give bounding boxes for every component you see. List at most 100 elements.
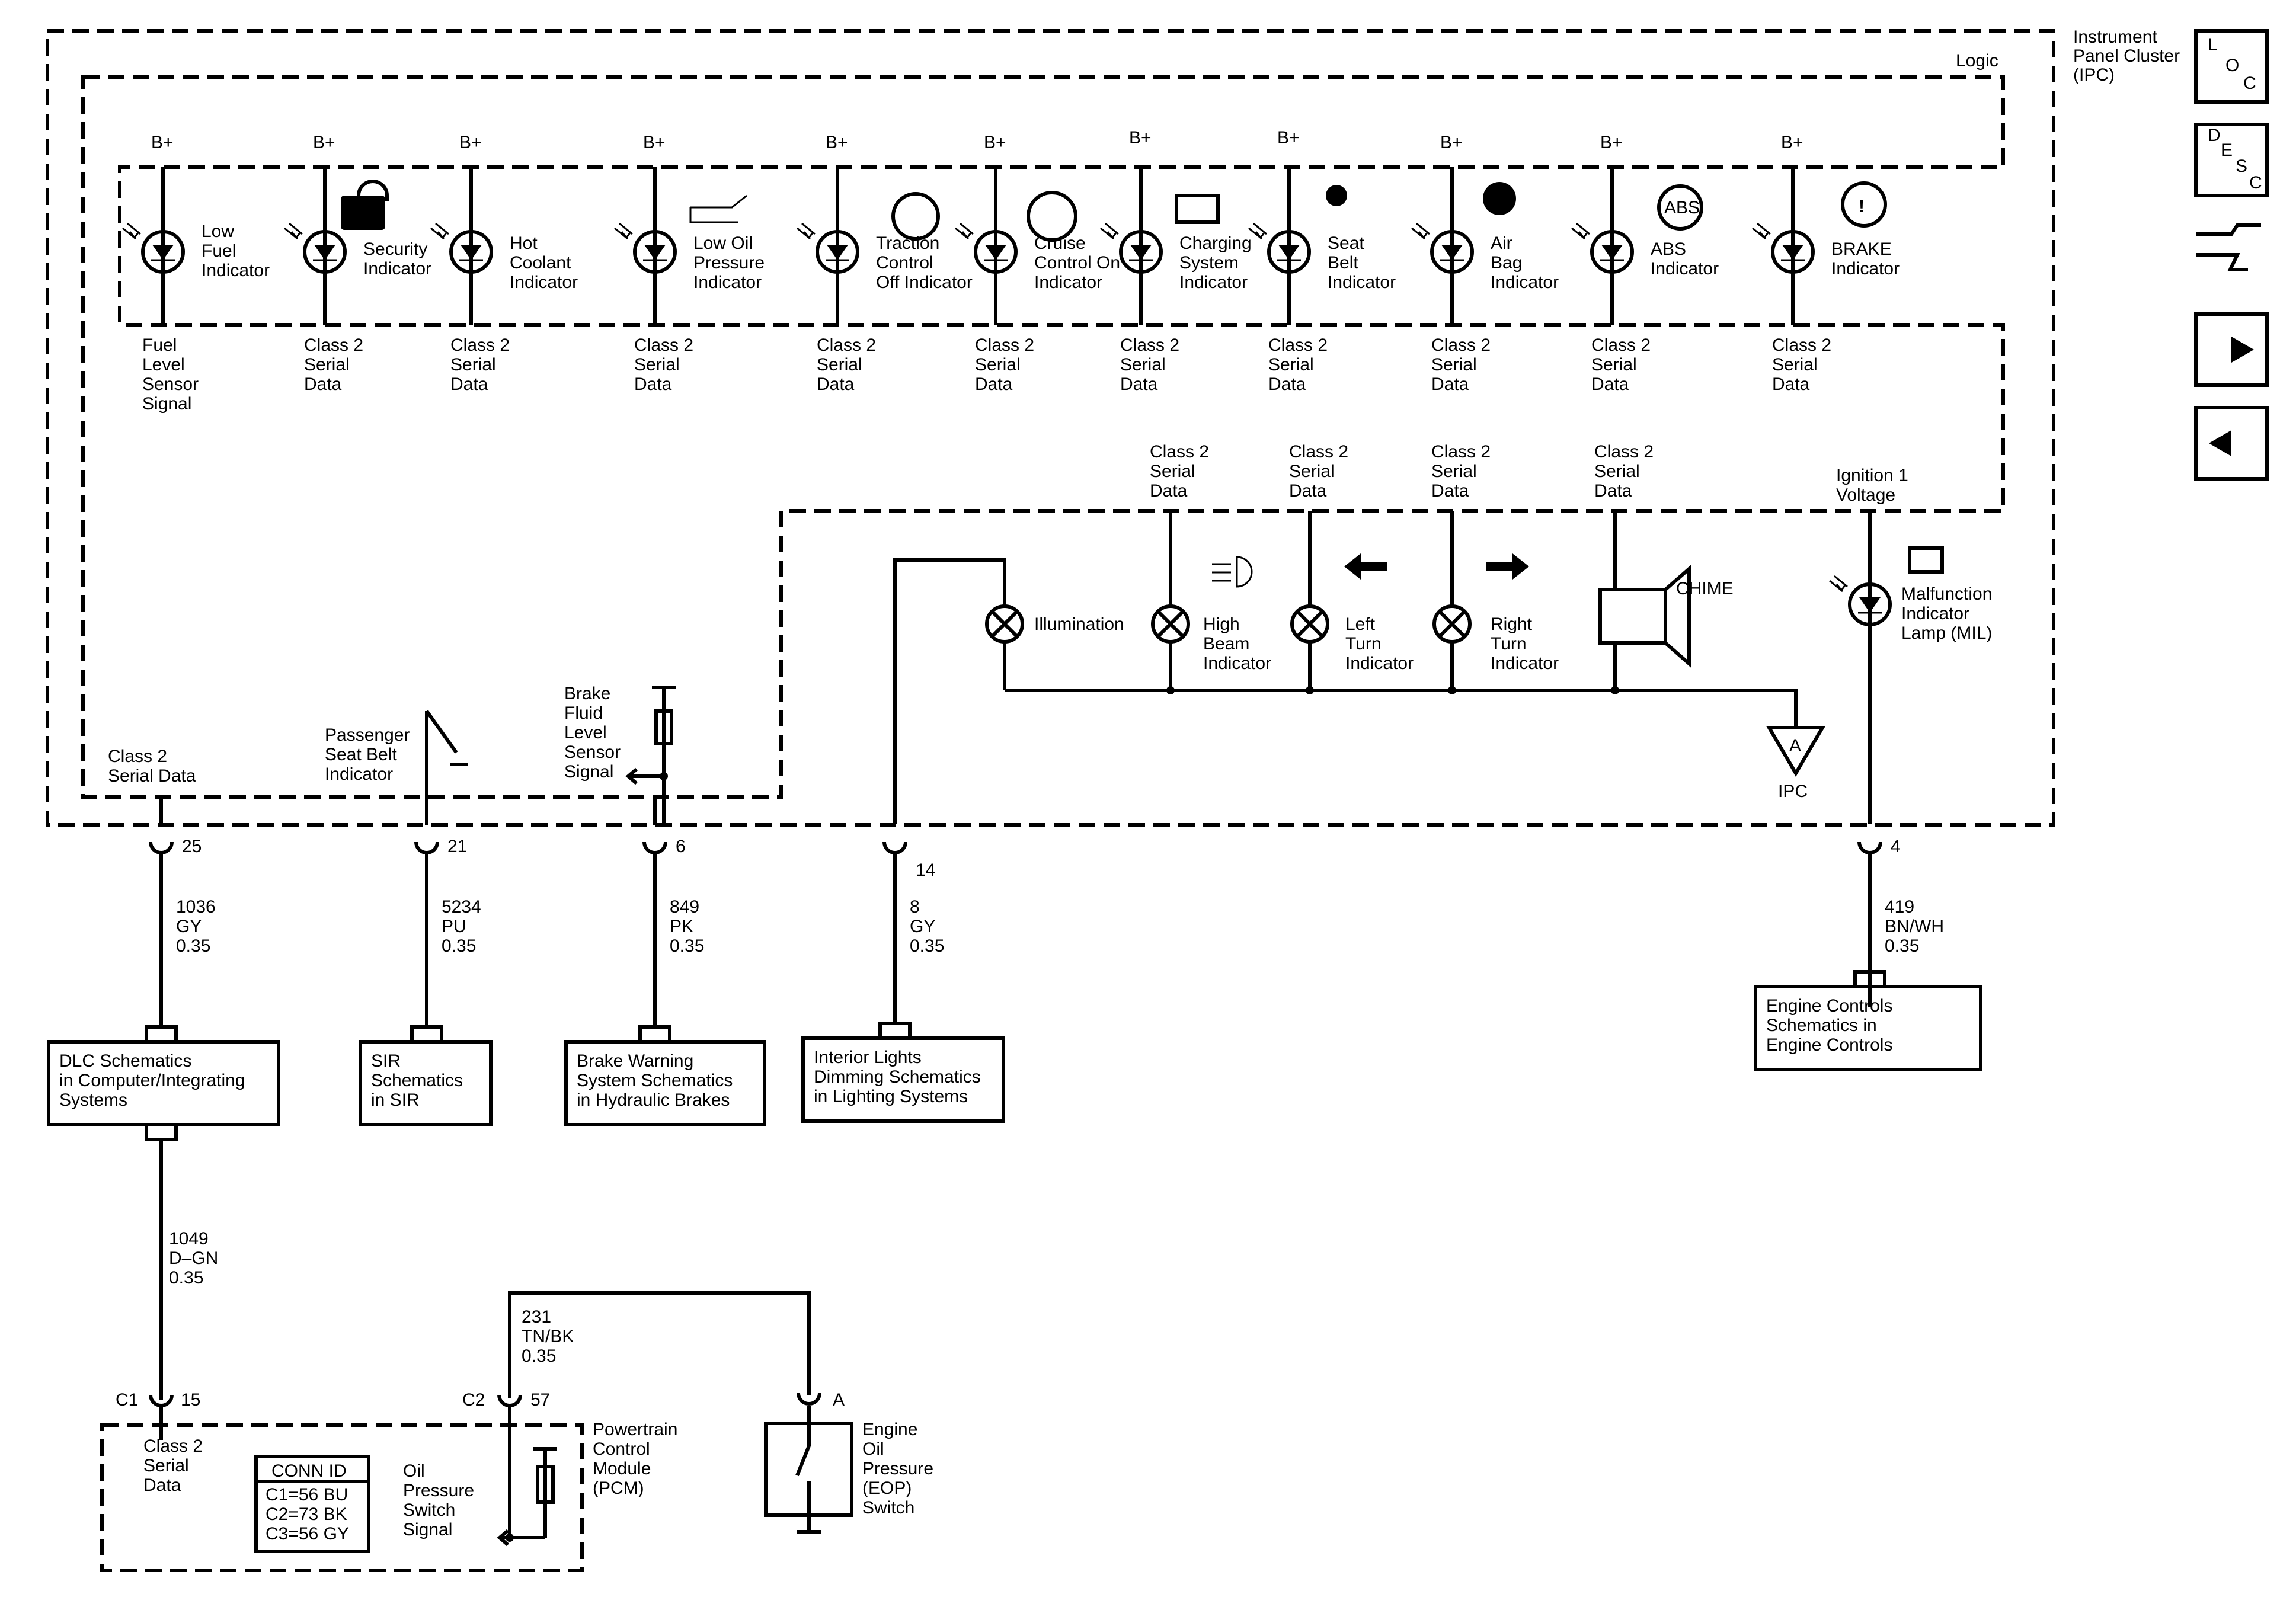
label-charging-line-2: System [1179, 253, 1239, 273]
right-arrow-icon [1486, 553, 1529, 580]
indicator-brake-led-triangle [1782, 245, 1803, 260]
passenger-label-line-1: Passenger [325, 725, 410, 745]
lamp-left-turn [1290, 604, 1329, 644]
bplus-low-oil: B+ [643, 133, 666, 152]
label-left-turn-line-2: Turn [1345, 634, 1382, 654]
bottom-traction-line-1: Class 2 [817, 335, 876, 355]
ref-dlc-box [47, 1040, 280, 1126]
indicator-low-fuel-led-circle [141, 230, 185, 274]
ipc-title-1: Instrument [2073, 27, 2157, 47]
ipc-ground-symbol [1766, 726, 1826, 777]
bplus-hot-coolant: B+ [459, 133, 482, 152]
ref-sir-text-line-3: in SIR [371, 1090, 420, 1110]
label-hot-coolant-line-3: Indicator [510, 273, 578, 292]
oil-can-icon [689, 194, 747, 223]
connector-pin-4 [1857, 841, 1882, 854]
brake-icon-mark: ! [1859, 197, 1865, 216]
passenger-switch-blade [425, 710, 458, 754]
bottom-air-bag-line-1: Class 2 [1431, 335, 1491, 355]
bottom-charging-line-1: Class 2 [1120, 335, 1179, 355]
ipc-title-3: (IPC) [2073, 65, 2115, 85]
label-security-line-1: Security [363, 239, 427, 259]
brake-fluid-junction [660, 772, 668, 780]
speaker-cone [1664, 565, 1691, 668]
pcm-name-line-4: (PCM) [593, 1478, 644, 1498]
wire-label-6-line-2: PK [670, 917, 693, 936]
back-button[interactable] [2194, 406, 2269, 481]
indicator-traction-led-triangle [827, 245, 848, 260]
ref-engine-text-line-2: Schematics in [1766, 1016, 1877, 1035]
bottom-traction-line-3: Data [817, 375, 855, 394]
label-high-beam-line-2: Beam [1203, 634, 1249, 654]
eop-pin: A [833, 1390, 845, 1410]
pcm-name-line-3: Module [593, 1459, 651, 1478]
indicator-security-led-triangle [314, 245, 335, 260]
indicator-seat-belt-led-ray-tips [1255, 231, 1265, 238]
connector-pin-25 [149, 841, 174, 854]
bottom-security-line-2: Serial [304, 355, 350, 375]
oil-signal-label-line-4: Signal [403, 1520, 452, 1539]
indicator-security-led-circle [303, 230, 347, 274]
indicator-low-oil-led [614, 222, 677, 274]
ref-sir-box [359, 1040, 493, 1126]
bus-junction-2 [1306, 686, 1314, 694]
ref-brake-warning-text-line-3: in Hydraulic Brakes [577, 1090, 730, 1110]
bottom-low-oil-line-3: Data [634, 375, 672, 394]
label-left-turn-line-1: Left [1345, 614, 1376, 634]
lamp-left-turn-x2 [1296, 610, 1324, 638]
ref-connector-brake-warning [638, 1025, 671, 1042]
indicator-low-fuel-led-ray-tips [129, 231, 139, 238]
bottom-low-fuel-line-3: Sensor [142, 375, 199, 394]
bottom-security-line-3: Data [304, 375, 342, 394]
lamp-class2-3-line-1: Class 2 [1431, 442, 1491, 462]
indicator-abs-led [1571, 222, 1634, 274]
desc-button[interactable] [2194, 123, 2269, 197]
ref-interior-text-line-1: Interior Lights [814, 1048, 922, 1067]
indicator-cruise-led-circle [974, 230, 1018, 274]
pcm-class2-line-2: Serial [143, 1456, 189, 1475]
indicator-hot-coolant-led-circle [449, 230, 493, 274]
oil-signal-label-line-3: Switch [403, 1500, 455, 1520]
indicator-traction-led-ray-tips [803, 231, 814, 238]
brake-fluid-label-line-5: Signal [564, 762, 613, 782]
indicator-charging-led-circle [1119, 230, 1163, 274]
indicator-brake-led-ray-tips [1758, 231, 1769, 238]
label-low-oil-line-2: Pressure [693, 253, 765, 273]
oil-wire-label-line-3: 0.35 [522, 1346, 556, 1366]
mil-led [1829, 575, 1892, 626]
label-traction-line-2: Control [876, 253, 933, 273]
indicator-traction-led-circle [816, 230, 859, 274]
label-low-fuel-line-2: Fuel [202, 241, 236, 261]
loc-c-line-1: C [2243, 73, 2256, 93]
label-seat-belt-line-2: Belt [1328, 253, 1358, 273]
left-class2-line-2: Serial Data [108, 766, 196, 786]
oil-signal-label-line-2: Pressure [403, 1481, 474, 1500]
pin-number-6: 6 [676, 837, 686, 856]
label-abs-line-1: ABS [1651, 239, 1686, 259]
label-low-fuel-line-3: Indicator [202, 261, 270, 280]
loc-l-line-1: L [2208, 35, 2218, 55]
indicator-charging-led-ray-tips [1107, 231, 1117, 238]
desc-s-line-1: S [2236, 156, 2247, 176]
ignition-label-line-1: Ignition 1 [1836, 466, 1908, 485]
lamp-class2-1-line-2: Serial [1150, 462, 1195, 481]
mil-label-line-3: Lamp (MIL) [1901, 623, 1992, 643]
indicator-row: B+LowFuelIndicatorFuelLevelSensorSignalB… [122, 128, 1900, 414]
loc-button[interactable] [2194, 29, 2269, 104]
abs-icon-text: ABS [1664, 198, 1700, 217]
indicator-security-led-ray-tips [290, 231, 301, 238]
eop-name-line-1: Engine [862, 1420, 917, 1439]
desc-c-line-1: C [2249, 173, 2262, 193]
ref-dlc-text-line-2: in Computer/Integrating [59, 1071, 245, 1090]
next-button[interactable] [2194, 312, 2269, 387]
indicator-hot-coolant-led-ray-tips [437, 231, 447, 238]
brake-fluid-arrow [625, 767, 664, 785]
oil-wire-label-line-1: 231 [522, 1307, 551, 1327]
ipc-ground-letter: A [1789, 736, 1801, 756]
brake-fluid-label-line-2: Fluid [564, 703, 603, 723]
bottom-hot-coolant-line-2: Serial [450, 355, 496, 375]
ref-connector-dlc [145, 1025, 178, 1042]
label-brake-line-1: BRAKE [1831, 239, 1892, 259]
bottom-abs-line-1: Class 2 [1591, 335, 1651, 355]
